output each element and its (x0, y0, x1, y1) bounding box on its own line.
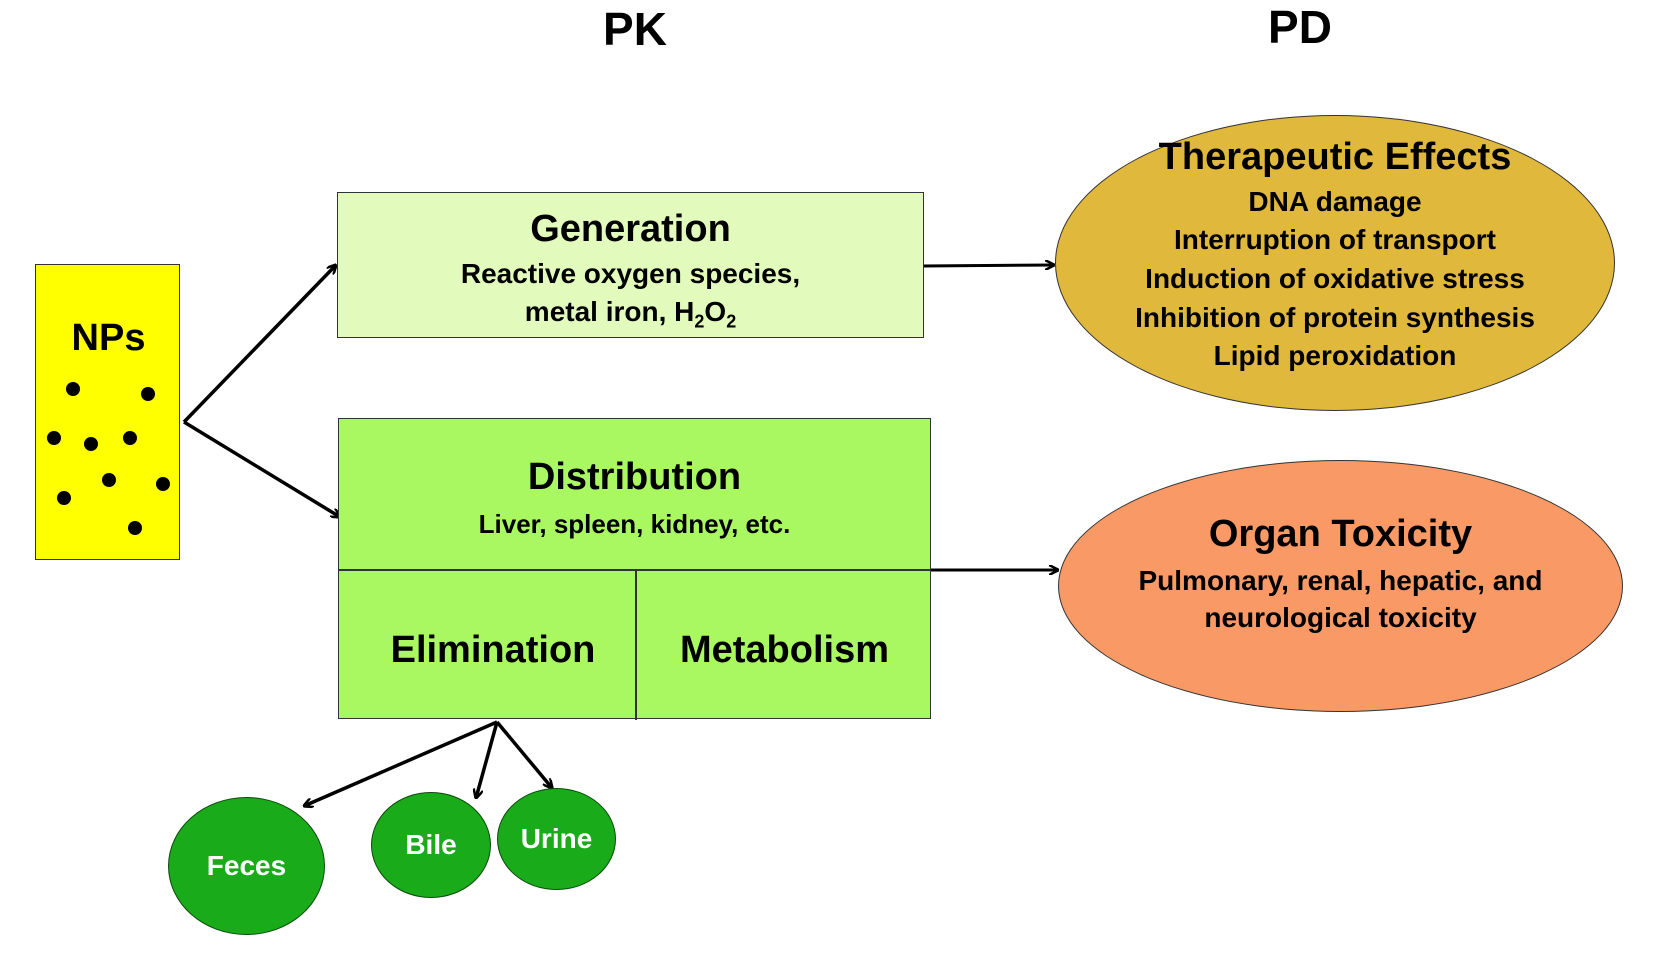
metabolism-label: Metabolism (679, 629, 890, 671)
nanoparticle-dot (57, 491, 71, 505)
nanoparticle-dot (84, 437, 98, 451)
urine-label: Urine (520, 823, 593, 854)
nps-label: NPs (71, 317, 146, 359)
nps-box: NPs (35, 264, 180, 560)
distribution-box: Distribution Liver, spleen, kidney, etc.… (338, 418, 931, 720)
therapeutic-title: Therapeutic Effects (1158, 136, 1512, 178)
distribution-divider (339, 569, 930, 571)
feces-label: Feces (206, 850, 287, 881)
arrow-to-urine (495, 720, 552, 788)
nanoparticle-dot (141, 387, 155, 401)
nanoparticle-dot (128, 521, 142, 535)
bile-circle: Bile (371, 792, 491, 898)
arrow-to-distribution (183, 420, 340, 517)
distribution-subtitle: Liver, spleen, kidney, etc. (478, 509, 791, 539)
distribution-title: Distribution (527, 456, 742, 498)
nanoparticle-dot (156, 477, 170, 491)
elimination-metabolism-divider (635, 569, 637, 720)
therapeutic-item: Inhibition of protein synthesis (1135, 302, 1535, 333)
bile-label: Bile (405, 829, 457, 860)
arrow-to-bile (476, 721, 499, 798)
therapeutic-item: Lipid peroxidation (1213, 340, 1457, 371)
urine-circle: Urine (497, 788, 616, 890)
generation-line2: metal iron, H2O2 (524, 296, 737, 332)
pk-header: PK (603, 3, 667, 55)
therapeutic-effects-ellipse: Therapeutic Effects DNA damage Interrupt… (1055, 115, 1615, 411)
arrow-to-feces (304, 720, 498, 806)
nanoparticle-dot (123, 431, 137, 445)
organ-toxicity-ellipse: Organ Toxicity Pulmonary, renal, hepatic… (1058, 460, 1623, 712)
therapeutic-item: DNA damage (1248, 186, 1422, 217)
generation-box: Generation Reactive oxygen species, meta… (337, 192, 924, 338)
toxicity-line1: Pulmonary, renal, hepatic, and (1138, 565, 1543, 596)
arrow-to-therapeutic (921, 265, 1054, 266)
arrow-to-generation (182, 265, 336, 424)
toxicity-title: Organ Toxicity (1208, 513, 1473, 555)
therapeutic-item: Interruption of transport (1174, 224, 1496, 255)
nanoparticle-dot (102, 473, 116, 487)
pd-header: PD (1268, 1, 1332, 53)
generation-line1: Reactive oxygen species, (460, 258, 801, 289)
generation-title: Generation (530, 208, 731, 250)
toxicity-line2: neurological toxicity (1204, 602, 1477, 633)
elimination-label: Elimination (390, 629, 596, 671)
feces-circle: Feces (168, 797, 325, 935)
nanoparticle-dot (47, 431, 61, 445)
nanoparticle-dot (66, 382, 80, 396)
therapeutic-item: Induction of oxidative stress (1145, 263, 1525, 294)
